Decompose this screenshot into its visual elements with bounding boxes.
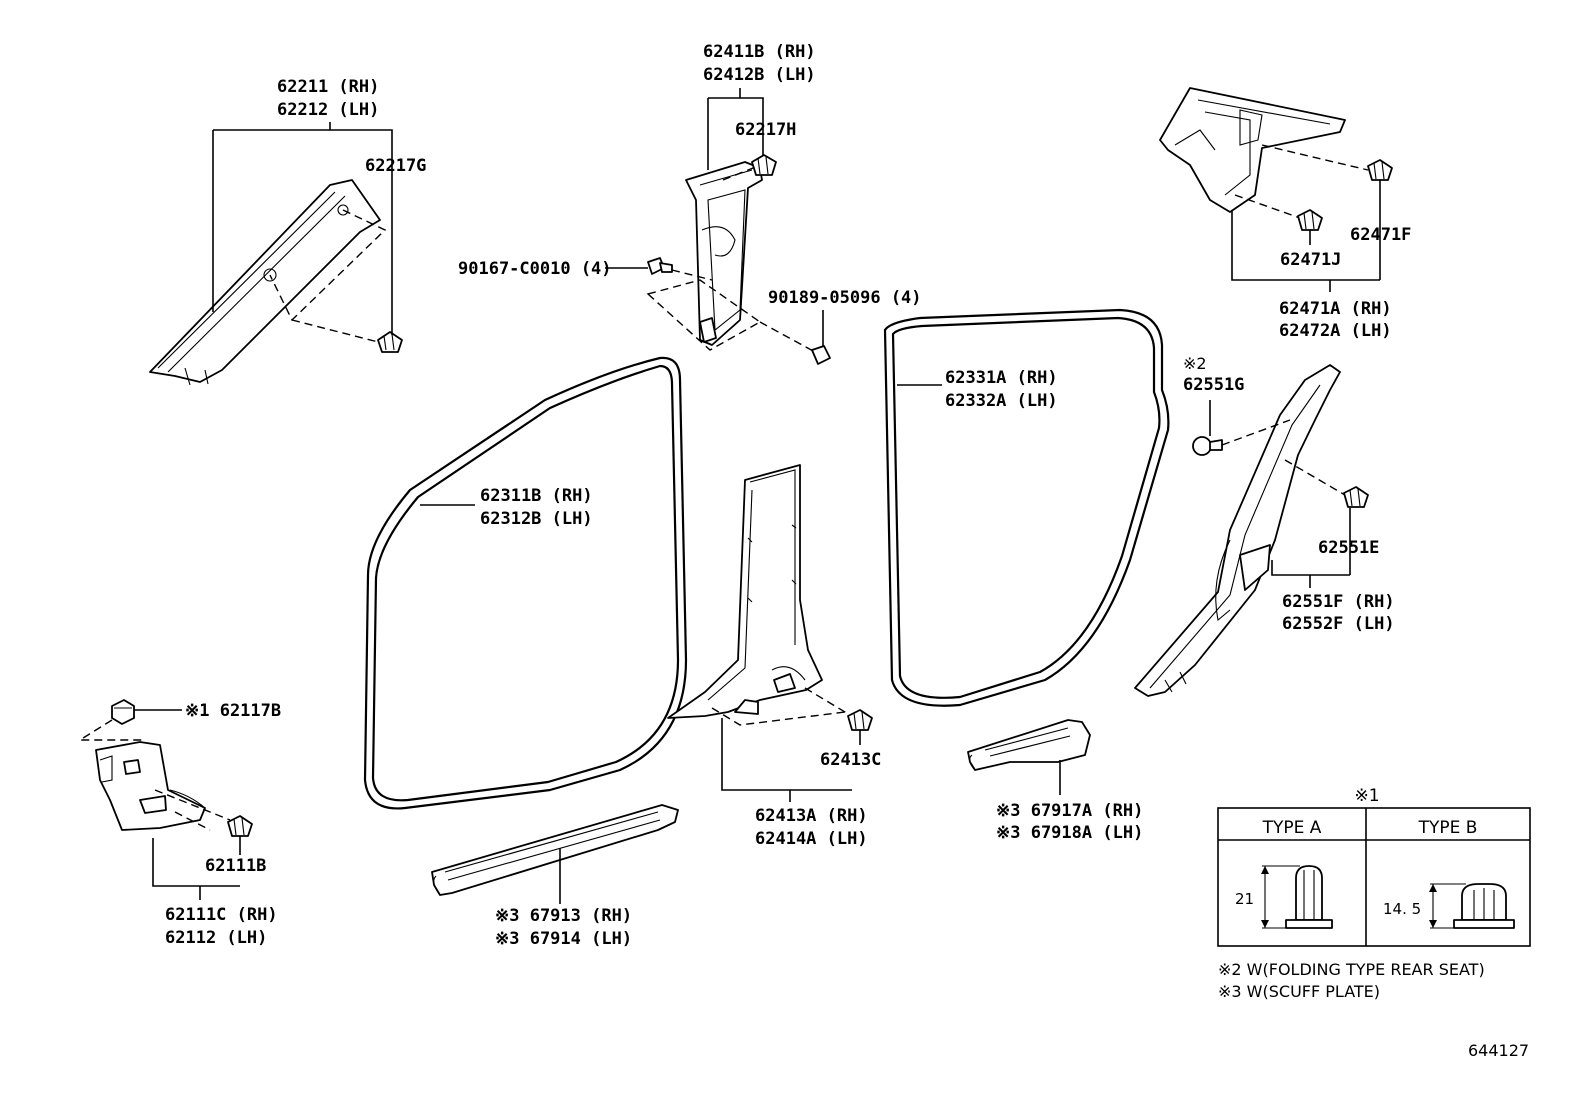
label-62471f: 62471F <box>1350 225 1411 245</box>
label-62551f: 62551F (RH) <box>1282 592 1395 612</box>
type-a-dimension: 21 <box>1235 890 1254 908</box>
label-62332a: 62332A (LH) <box>945 391 1058 411</box>
clip-62217h <box>751 154 777 176</box>
label-62414a: 62414A (LH) <box>755 829 868 849</box>
type-b-clip-icon <box>1429 883 1515 929</box>
label-62551g: 62551G <box>1183 375 1244 395</box>
clip-62111b <box>227 815 253 837</box>
label-90167: 90167-C0010 (4) <box>458 259 612 279</box>
label-62111c: 62111C (RH) <box>165 905 278 925</box>
label-62311b: 62311B (RH) <box>480 486 593 506</box>
label-62312b: 62312B (LH) <box>480 509 593 529</box>
label-62331a: 62331A (RH) <box>945 368 1058 388</box>
label-62117b: ※1 62117B <box>185 701 281 721</box>
type-table-mark: ※1 <box>1354 786 1379 806</box>
label-62472a: 62472A (LH) <box>1279 321 1392 341</box>
screw-90167 <box>647 257 673 275</box>
label-62471j: 62471J <box>1280 250 1341 270</box>
label-62211: 62211 (RH) <box>277 77 379 97</box>
label-67918a: ※3 67918A (LH) <box>996 823 1143 843</box>
label-62217g: 62217G <box>365 156 426 176</box>
center-pillar-lower-garnish <box>667 464 823 719</box>
type-b-header: TYPE B <box>1418 818 1478 838</box>
rear-pillar-garnish <box>1134 364 1341 697</box>
label-62551g-mark: ※2 <box>1183 354 1207 373</box>
label-62551e: 62551E <box>1318 538 1379 558</box>
clip-62117b <box>111 699 135 725</box>
label-67913: ※3 67913 (RH) <box>495 906 632 926</box>
front-door-weatherstrip <box>363 356 688 810</box>
label-62112: 62112 (LH) <box>165 928 267 948</box>
clip-62471j <box>1297 209 1323 231</box>
label-62413c: 62413C <box>820 750 881 770</box>
type-b-dimension: 14. 5 <box>1383 900 1421 918</box>
roof-side-inner-garnish <box>1159 87 1346 213</box>
label-62217h: 62217H <box>735 120 796 140</box>
label-62413a: 62413A (RH) <box>755 806 868 826</box>
clip-62217g <box>377 331 403 353</box>
type-a-header: TYPE A <box>1262 818 1322 838</box>
label-67917a: ※3 67917A (RH) <box>996 801 1143 821</box>
label-62552f: 62552F (LH) <box>1282 614 1395 634</box>
label-62411b: 62411B (RH) <box>703 42 816 62</box>
rear-door-weatherstrip <box>883 308 1170 707</box>
clip-90189 <box>811 345 831 365</box>
pin-62551g <box>1192 436 1223 456</box>
label-62412b: 62412B (LH) <box>703 65 816 85</box>
label-62471a: 62471A (RH) <box>1279 299 1392 319</box>
front-pillar-garnish <box>149 179 381 386</box>
front-scuff-plate <box>431 804 679 896</box>
clip-62471f <box>1367 159 1393 181</box>
label-90189: 90189-05096 (4) <box>768 288 922 308</box>
diagram-id: 644127 <box>1468 1041 1529 1060</box>
type-table: ※1 TYPE A TYPE B 21 14. 5 <box>1217 786 1531 947</box>
rear-scuff-plate <box>967 719 1091 771</box>
center-pillar-upper-garnish <box>685 161 763 346</box>
cowl-side-trim <box>95 741 206 831</box>
clip-62413c <box>847 709 873 731</box>
type-a-clip-icon <box>1261 865 1333 929</box>
label-67914: ※3 67914 (LH) <box>495 929 632 949</box>
label-62212: 62212 (LH) <box>277 100 379 120</box>
note-folding-seat: ※2 W(FOLDING TYPE REAR SEAT) <box>1218 960 1485 979</box>
label-62111b: 62111B <box>205 856 266 876</box>
note-scuff-plate: ※3 W(SCUFF PLATE) <box>1218 982 1380 1001</box>
clip-62551e <box>1343 486 1369 508</box>
